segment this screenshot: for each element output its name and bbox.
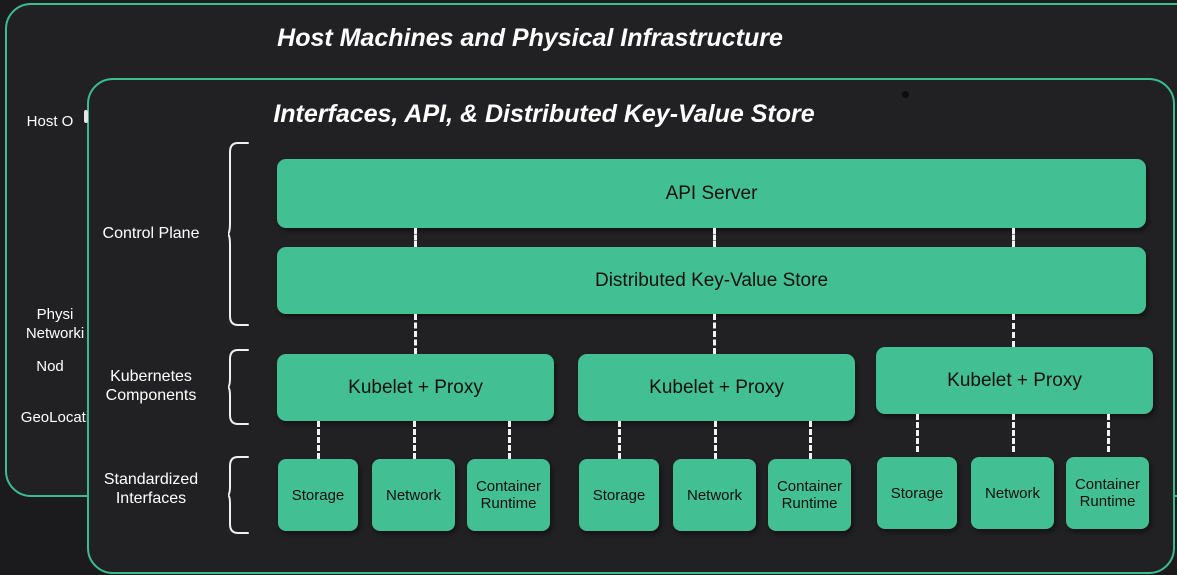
brace-standardized-interfaces <box>228 455 250 535</box>
connector-kv-kubelet-3 <box>1012 314 1015 347</box>
node-2-connector-network <box>714 421 717 459</box>
node-1-network-box[interactable]: Network <box>372 459 455 531</box>
panel-edge-nick <box>84 110 88 123</box>
node-2-kubelet-box[interactable]: Kubelet + Proxy <box>578 354 855 421</box>
brace-kubernetes-components <box>228 348 250 426</box>
node-3-connector-container-runtime <box>1107 414 1110 452</box>
bg-label-host-os: Host O <box>26 113 74 130</box>
brace-control-plane <box>228 141 250 327</box>
connector-kv-kubelet-1 <box>414 314 417 354</box>
node-1-connector-storage <box>317 421 320 459</box>
node-2-network-box[interactable]: Network <box>673 459 756 531</box>
node-1-connector-network <box>413 421 416 459</box>
row-label-kubernetes-components: Kubernetes Components <box>105 368 197 404</box>
node-3-connector-storage <box>916 414 919 452</box>
node-2-storage-box[interactable]: Storage <box>579 459 659 531</box>
node-1-storage-box[interactable]: Storage <box>278 459 358 531</box>
bg-label-geolocation: GeoLocati <box>20 409 90 426</box>
interfaces-api-kv-title: Interfaces, API, & Distributed Key-Value… <box>273 100 815 128</box>
connector-api-kv-3 <box>1012 228 1015 247</box>
node-3-connector-network <box>1012 414 1015 452</box>
connector-kv-kubelet-2 <box>713 314 716 354</box>
node-2-connector-container-runtime <box>809 421 812 459</box>
bg-label-physical-networking: Physi Networki <box>25 306 85 342</box>
node-3-storage-box[interactable]: Storage <box>877 457 957 529</box>
node-3-kubelet-box[interactable]: Kubelet + Proxy <box>876 347 1153 414</box>
node-1-kubelet-box[interactable]: Kubelet + Proxy <box>277 354 554 421</box>
node-1-container-runtime-box[interactable]: Container Runtime <box>467 459 550 531</box>
connector-api-kv-2 <box>713 228 716 247</box>
api-server-box[interactable]: API Server <box>277 159 1146 228</box>
node-3-network-box[interactable]: Network <box>971 457 1054 529</box>
node-2-connector-storage <box>618 421 621 459</box>
decorative-dot <box>902 91 909 98</box>
node-2-container-runtime-box[interactable]: Container Runtime <box>768 459 851 531</box>
connector-api-kv-1 <box>414 228 417 247</box>
kv-store-box[interactable]: Distributed Key-Value Store <box>277 247 1146 314</box>
node-3-container-runtime-box[interactable]: Container Runtime <box>1066 457 1149 529</box>
row-label-standardized-interfaces: Standardized Interfaces <box>103 471 199 507</box>
bg-label-node: Nod <box>36 358 64 375</box>
node-1-connector-container-runtime <box>508 421 511 459</box>
host-infrastructure-title: Host Machines and Physical Infrastructur… <box>277 24 783 52</box>
row-label-control-plane: Control Plane <box>102 225 200 242</box>
